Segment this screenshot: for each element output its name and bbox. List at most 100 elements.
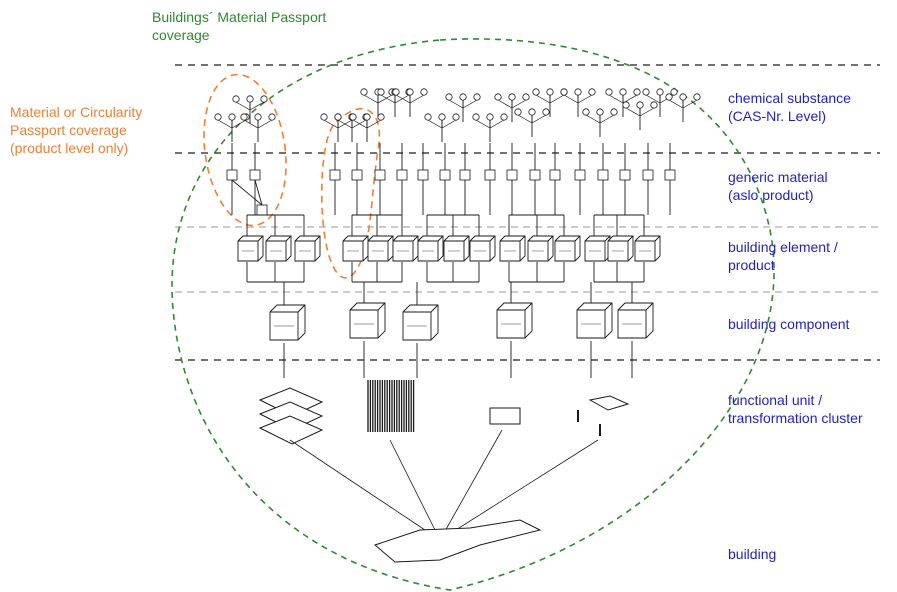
component-box-icon xyxy=(349,302,386,339)
atom xyxy=(508,93,516,101)
molecule-cluster-icon xyxy=(424,113,460,142)
connector-line xyxy=(323,119,339,129)
building-icon xyxy=(374,519,542,563)
atom xyxy=(320,113,328,121)
atom xyxy=(452,113,460,121)
atom xyxy=(650,101,658,109)
connector-line xyxy=(257,119,273,129)
level-separators xyxy=(175,64,880,361)
material-cylinder-icon xyxy=(484,169,496,181)
molecule-cluster-icon xyxy=(582,108,618,137)
level-label-functional-unit: functional unit /transformation cluster xyxy=(728,392,863,426)
connector-line xyxy=(380,94,396,104)
atom xyxy=(438,113,446,121)
atom xyxy=(665,93,673,101)
product-box-icon xyxy=(392,235,419,262)
atom xyxy=(574,88,582,96)
connector-line xyxy=(235,101,251,111)
connector-line xyxy=(531,114,547,124)
atom xyxy=(582,108,590,116)
material-cylinder-icon xyxy=(549,169,561,181)
level-label-building-component: building component xyxy=(728,316,850,332)
connector-line xyxy=(639,107,655,117)
material-cylinder-icon xyxy=(374,169,386,181)
connector-line xyxy=(243,119,259,129)
atom xyxy=(679,93,687,101)
material-cylinder-icon xyxy=(417,169,429,181)
atom xyxy=(522,93,530,101)
atom xyxy=(656,88,664,96)
atom xyxy=(228,113,236,121)
atom xyxy=(494,93,502,101)
connector-line xyxy=(475,119,491,129)
product-box-icon xyxy=(237,235,264,262)
atom xyxy=(610,108,618,116)
molecule-cluster-icon xyxy=(445,93,481,122)
building-passport-coverage-label: Buildings´ Material Passport coverage xyxy=(152,9,327,43)
connector-line xyxy=(231,179,263,206)
connector-line xyxy=(289,439,441,541)
connector-line xyxy=(517,114,533,124)
connector-line xyxy=(608,94,624,104)
material-cylinder-icon xyxy=(439,169,451,181)
product-box-icon xyxy=(417,235,444,262)
atom xyxy=(334,113,342,121)
atom xyxy=(363,113,371,121)
connector-line xyxy=(441,119,457,129)
atom xyxy=(560,88,568,96)
atom xyxy=(596,108,604,116)
atom xyxy=(472,113,480,121)
atom xyxy=(260,95,268,103)
material-passport-coverage-label: Material or Circularity Passport coverag… xyxy=(10,104,143,156)
molecule-cluster-icon xyxy=(240,113,276,142)
material-passport-coverage-outline-a xyxy=(203,73,287,227)
atom xyxy=(377,113,385,121)
product-box-icon xyxy=(294,235,321,262)
atom xyxy=(246,95,254,103)
atom xyxy=(424,113,432,121)
product-box-icon xyxy=(342,235,369,262)
connector-line xyxy=(254,179,263,206)
molecule-cluster-icon xyxy=(514,108,550,137)
connector-line xyxy=(577,94,593,104)
molecule-cluster-icon xyxy=(472,113,508,142)
atom xyxy=(254,113,262,121)
connector-line xyxy=(599,114,615,124)
connector-line xyxy=(645,94,661,104)
connector-line xyxy=(217,119,233,129)
connector-line xyxy=(563,94,579,104)
connector-line xyxy=(337,119,353,129)
component-box-icon xyxy=(496,302,533,339)
component-box-icon xyxy=(402,304,439,341)
connector-line xyxy=(585,114,601,124)
atom xyxy=(445,93,453,101)
connector-line xyxy=(363,94,379,104)
molecule-cluster-icon xyxy=(560,88,596,117)
product-box-icon xyxy=(265,235,292,262)
molecule-cluster-icon xyxy=(392,88,428,117)
connector-line xyxy=(549,94,565,104)
connector-line xyxy=(497,99,513,109)
material-cylinder-icon xyxy=(329,169,341,181)
connector-line xyxy=(377,94,393,104)
atom xyxy=(642,88,650,96)
atom xyxy=(528,108,536,116)
material-cylinder-icon xyxy=(597,169,609,181)
connector-line xyxy=(366,119,382,129)
connector-line xyxy=(231,119,247,129)
atom xyxy=(588,88,596,96)
level-label-generic-material: generic material(aslo product) xyxy=(728,169,828,203)
material-cylinder-icon xyxy=(351,169,363,181)
hierarchy-tree xyxy=(214,88,701,563)
atom xyxy=(605,88,613,96)
connector-line xyxy=(439,439,599,541)
material-cylinder-icon xyxy=(574,169,586,181)
molecule-cluster-icon xyxy=(232,95,268,124)
atom xyxy=(542,108,550,116)
product-box-icon xyxy=(367,235,394,262)
product-box-icon xyxy=(527,235,554,262)
connector-line xyxy=(409,94,425,104)
product-box-icon xyxy=(607,235,634,262)
connector-line xyxy=(511,99,527,109)
atom xyxy=(693,93,701,101)
